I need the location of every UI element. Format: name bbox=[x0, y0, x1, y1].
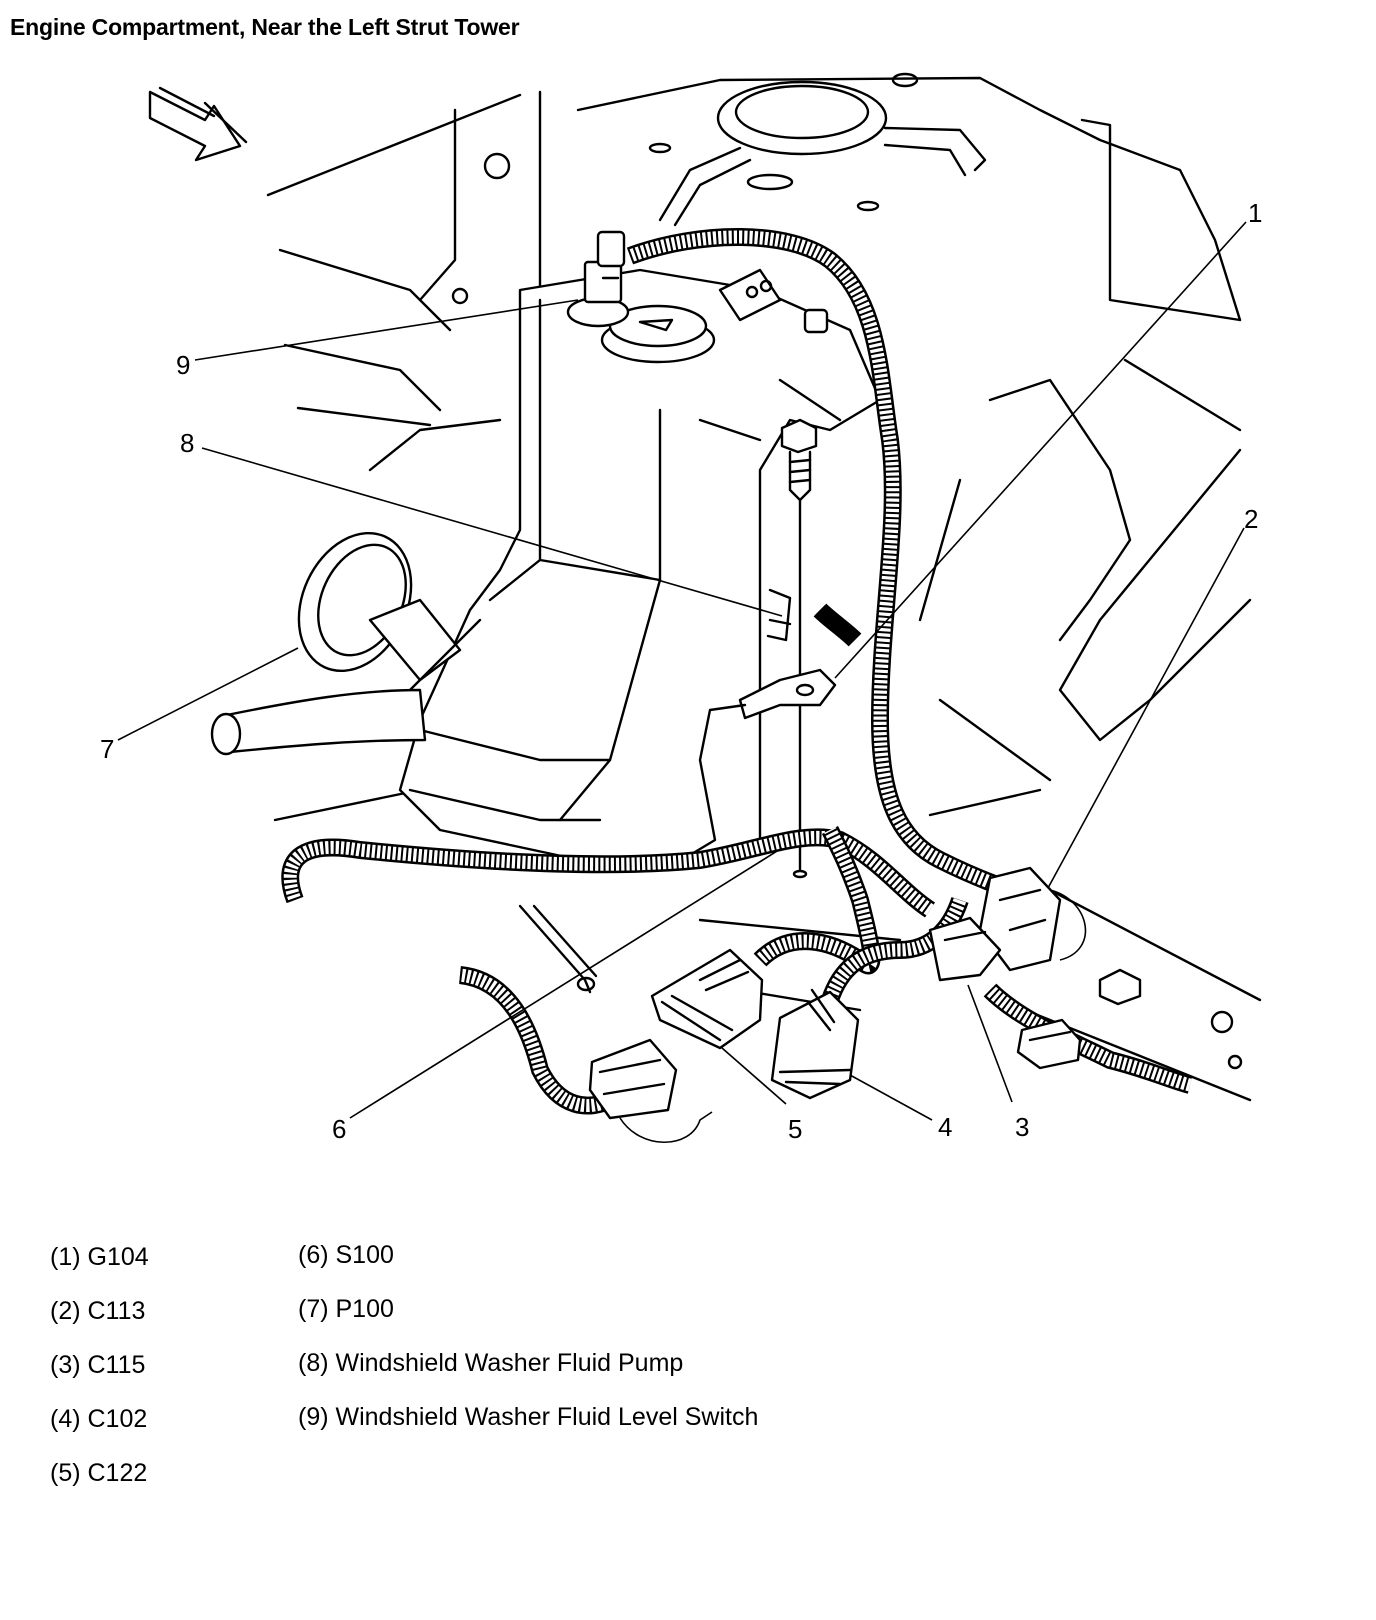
ground-bolt bbox=[780, 418, 818, 879]
leader-lines bbox=[117, 221, 1247, 1121]
component-location-diagram: 1 2 3 4 5 6 7 8 9 bbox=[100, 72, 1262, 1144]
callout-2: 2 bbox=[1244, 504, 1258, 534]
callout-8: 8 bbox=[180, 428, 194, 458]
legend-item-g104: (1) G104 bbox=[50, 1243, 149, 1271]
reservoir-cap bbox=[600, 304, 716, 364]
connector-s100-end bbox=[588, 1038, 713, 1143]
legend-item-c122: (5) C122 bbox=[50, 1459, 148, 1487]
forward-arrow-icon bbox=[148, 86, 248, 162]
connector-right bbox=[1016, 968, 1142, 1070]
washer-pump bbox=[766, 588, 792, 642]
legend-item-c102: (4) C102 bbox=[50, 1405, 148, 1433]
legend-item-c113: (2) C113 bbox=[50, 1297, 146, 1325]
legend-item-washer-pump: (8) Windshield Washer Fluid Pump bbox=[298, 1349, 684, 1377]
fluid-level-switch bbox=[566, 230, 630, 328]
fender-slot bbox=[518, 904, 598, 994]
page-title: Engine Compartment, Near the Left Strut … bbox=[10, 14, 520, 40]
callout-7: 7 bbox=[100, 734, 114, 764]
ground-terminal bbox=[688, 668, 837, 857]
legend-item-s100: (6) S100 bbox=[298, 1241, 394, 1269]
callout-1: 1 bbox=[1248, 198, 1262, 228]
legend-item-level-switch: (9) Windshield Washer Fluid Level Switch bbox=[298, 1403, 759, 1431]
reservoir-bracket bbox=[718, 268, 829, 334]
callout-4: 4 bbox=[938, 1112, 952, 1142]
connector-c115 bbox=[928, 916, 1002, 982]
pass-through-grommet bbox=[210, 531, 482, 756]
legend-item-p100: (7) P100 bbox=[298, 1295, 394, 1323]
connector-c122 bbox=[650, 948, 764, 1050]
callout-5: 5 bbox=[788, 1114, 802, 1144]
strut-mount bbox=[648, 80, 987, 227]
connector-c102 bbox=[770, 988, 860, 1100]
callout-9: 9 bbox=[176, 350, 190, 380]
callout-6: 6 bbox=[332, 1114, 346, 1144]
legend-item-c115: (3) C115 bbox=[50, 1351, 146, 1379]
callout-3: 3 bbox=[1015, 1112, 1029, 1142]
wiring-harness bbox=[281, 227, 1193, 1115]
